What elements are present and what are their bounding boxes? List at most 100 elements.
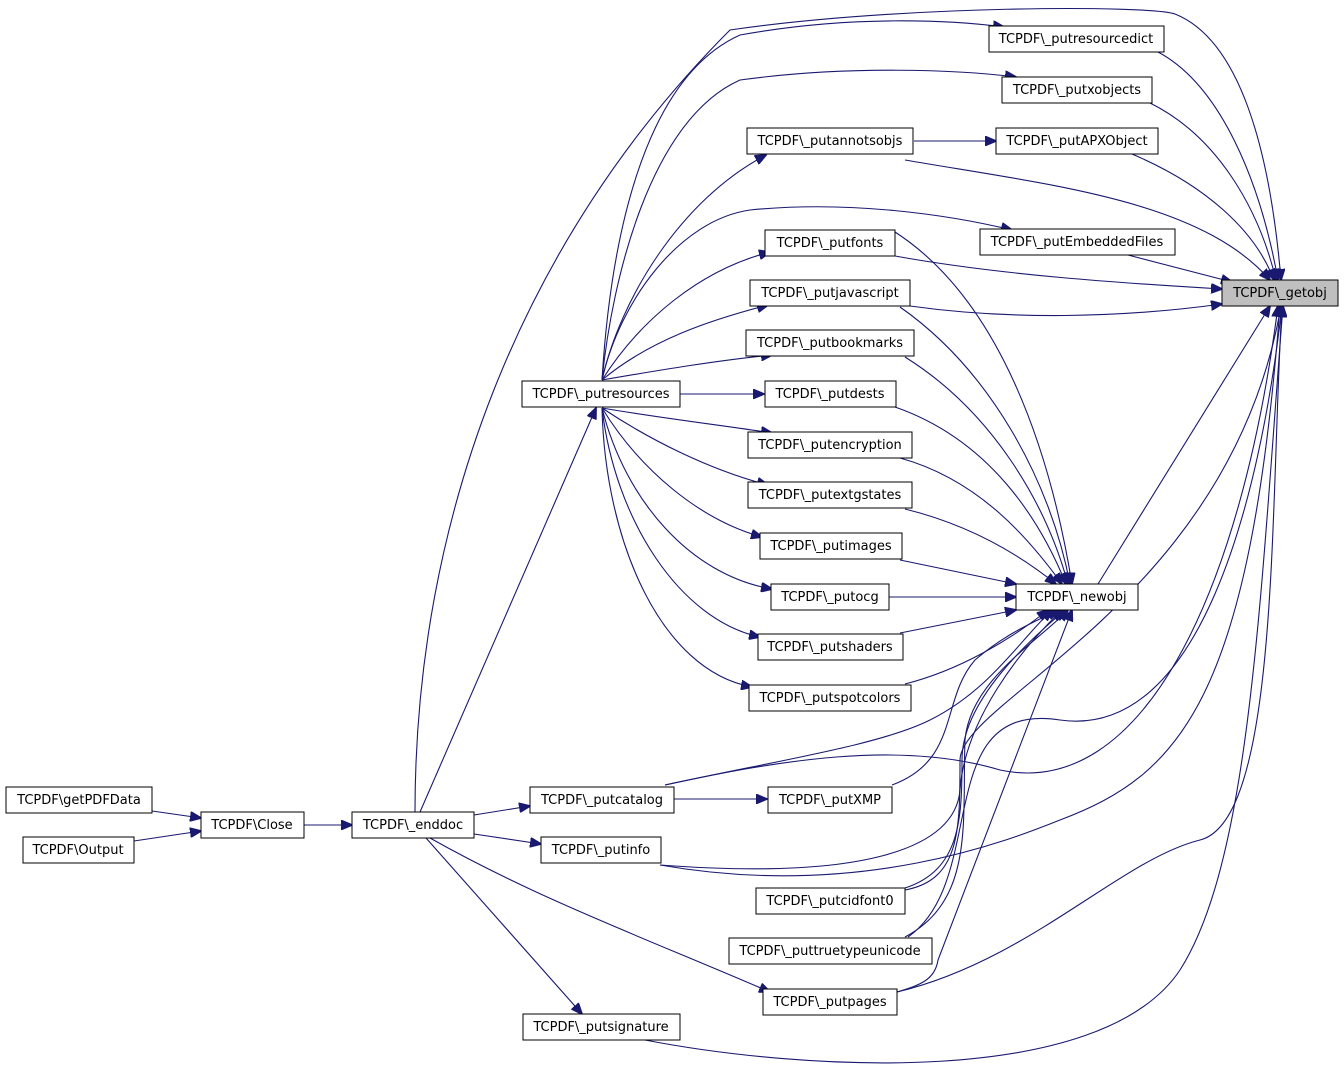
edge-putsignature-to-getobj [644, 306, 1283, 1064]
node-putcatalog[interactable]: TCPDF\_putcatalog [529, 786, 675, 814]
svg-text:TCPDF\_putxobjects: TCPDF\_putxobjects [1012, 83, 1141, 98]
svg-text:TCPDF\_putspotcolors: TCPDF\_putspotcolors [759, 691, 901, 706]
svg-text:TCPDF\_putcatalog: TCPDF\_putcatalog [540, 793, 663, 808]
node-Output[interactable]: TCPDF\Output [22, 836, 135, 864]
svg-text:TCPDF\Output: TCPDF\Output [31, 843, 123, 858]
edge-putresources-to-putencryption [601, 407, 772, 433]
node-enddoc[interactable]: TCPDF\_enddoc [351, 811, 475, 839]
node-Close[interactable]: TCPDF\Close [200, 811, 305, 839]
node-putspotcolors[interactable]: TCPDF\_putspotcolors [748, 684, 912, 712]
svg-text:TCPDF\getPDFData: TCPDF\getPDFData [16, 793, 141, 808]
edge-putcatalog-to-getobj [664, 306, 1278, 786]
edge-putimages-to-newobj [899, 559, 1016, 584]
svg-text:TCPDF\_putresources: TCPDF\_putresources [531, 387, 669, 402]
svg-text:TCPDF\_putdests: TCPDF\_putdests [775, 387, 885, 402]
edge-enddoc-to-putcatalog [473, 806, 530, 816]
node-getobj[interactable]: TCPDF\_getobj [1221, 279, 1339, 307]
node-putshaders[interactable]: TCPDF\_putshaders [757, 633, 904, 661]
node-putocg[interactable]: TCPDF\_putocg [770, 583, 890, 611]
node-putinfo[interactable]: TCPDF\_putinfo [540, 836, 662, 864]
edge-putbookmarks-to-newobj [904, 356, 1068, 584]
svg-text:TCPDF\_putsignature: TCPDF\_putsignature [532, 1020, 668, 1035]
edge-putresources-to-putfonts [601, 252, 770, 381]
node-putannotsobjs[interactable]: TCPDF\_putannotsobjs [746, 127, 914, 155]
edge-putresources-to-putshaders [601, 407, 760, 637]
edge-putcidfont0-to-newobj [904, 610, 1065, 889]
edge-putresources-to-putspotcolors [601, 407, 752, 687]
edge-putinfo-to-newobj [659, 610, 1062, 870]
node-getPDFData[interactable]: TCPDF\getPDFData [5, 786, 153, 814]
node-putimages[interactable]: TCPDF\_putimages [759, 532, 903, 560]
edge-putpages-to-newobj [896, 610, 1072, 993]
edge-putpages-to-getobj [896, 306, 1282, 993]
svg-text:TCPDF\_putfonts: TCPDF\_putfonts [776, 236, 884, 251]
svg-text:TCPDF\_putocg: TCPDF\_putocg [780, 590, 878, 605]
edge-putshaders-to-newobj [899, 610, 1016, 634]
svg-text:TCPDF\_enddoc: TCPDF\_enddoc [362, 818, 463, 833]
node-putresourcedict[interactable]: TCPDF\_putresourcedict [988, 25, 1165, 53]
node-putXMP[interactable]: TCPDF\_putXMP [767, 786, 893, 814]
node-putjavascript[interactable]: TCPDF\_putjavascript [749, 279, 911, 307]
edge-putresources-to-putbookmarks [601, 355, 772, 381]
node-putsignature[interactable]: TCPDF\_putsignature [522, 1013, 681, 1041]
svg-text:TCPDF\_putencryption: TCPDF\_putencryption [757, 438, 902, 453]
edge-putencryption-to-newobj [899, 457, 1062, 584]
svg-text:TCPDF\_putbookmarks: TCPDF\_putbookmarks [756, 336, 903, 351]
edge-putresources-to-putresourcedict [601, 20, 1004, 381]
svg-text:TCPDF\_putjavascript: TCPDF\_putjavascript [760, 286, 899, 301]
edge-putannotsobjs-to-getobj [904, 159, 1270, 280]
svg-text:TCPDF\_newobj: TCPDF\_newobj [1026, 590, 1126, 605]
svg-text:TCPDF\_getobj: TCPDF\_getobj [1232, 286, 1327, 301]
edge-getPDFData-to-Close [151, 810, 201, 818]
svg-text:TCPDF\_putXMP: TCPDF\_putXMP [778, 793, 881, 808]
node-putresources[interactable]: TCPDF\_putresources [521, 380, 681, 408]
edge-putxobjects-to-getobj [1149, 102, 1276, 280]
edge-putjavascript-to-newobj [899, 306, 1070, 584]
svg-text:TCPDF\_putimages: TCPDF\_putimages [769, 539, 892, 554]
edge-putEmbeddedFiles-to-getobj [1127, 254, 1232, 282]
edge-putAPXObject-to-getobj [1131, 153, 1274, 280]
svg-text:TCPDF\_putextgstates: TCPDF\_putextgstates [758, 488, 902, 503]
edge-putresources-to-putocg [601, 407, 772, 589]
edge-putextgstates-to-newobj [904, 508, 1056, 584]
svg-text:TCPDF\_putpages: TCPDF\_putpages [772, 995, 887, 1010]
svg-text:TCPDF\_putEmbeddedFiles: TCPDF\_putEmbeddedFiles [990, 235, 1164, 250]
edge-enddoc-to-putinfo [473, 833, 541, 844]
svg-text:TCPDF\_putresourcedict: TCPDF\_putresourcedict [998, 32, 1153, 47]
edge-Output-to-Close [133, 831, 201, 842]
node-putcidfont0[interactable]: TCPDF\_putcidfont0 [755, 887, 906, 915]
edge-enddoc-to-getobj [414, 7, 1281, 813]
node-putAPXObject[interactable]: TCPDF\_putAPXObject [995, 127, 1159, 155]
edges [133, 7, 1283, 1064]
edge-putresources-to-putimages [601, 407, 762, 537]
edge-newobj-to-getobj [1097, 306, 1270, 585]
edge-putcatalog-to-newobj [664, 610, 1052, 786]
svg-text:TCPDF\_putinfo: TCPDF\_putinfo [551, 843, 650, 858]
edge-putfonts-to-newobj [894, 231, 1072, 584]
node-puttruetypeunicode[interactable]: TCPDF\_puttruetypeunicode [728, 937, 933, 965]
node-newobj[interactable]: TCPDF\_newobj [1015, 583, 1139, 611]
edge-enddoc-to-putresources [419, 408, 596, 813]
edge-putfonts-to-getobj [894, 255, 1222, 289]
node-putdests[interactable]: TCPDF\_putdests [764, 380, 897, 408]
svg-text:TCPDF\_putannotsobjs: TCPDF\_putannotsobjs [757, 134, 903, 149]
svg-text:TCPDF\_putAPXObject: TCPDF\_putAPXObject [1005, 134, 1147, 149]
node-putextgstates[interactable]: TCPDF\_putextgstates [747, 481, 913, 509]
node-putbookmarks[interactable]: TCPDF\_putbookmarks [745, 329, 915, 357]
edge-puttruetypeunicode-to-getobj [907, 306, 1282, 938]
node-putencryption[interactable]: TCPDF\_putencryption [747, 431, 913, 459]
edge-puttruetypeunicode-to-newobj [904, 610, 1068, 938]
node-putpages[interactable]: TCPDF\_putpages [762, 988, 898, 1016]
edge-putXMP-to-newobj [891, 610, 1058, 786]
edge-putresources-to-putEmbeddedFiles [601, 206, 1012, 381]
node-putfonts[interactable]: TCPDF\_putfonts [764, 229, 896, 257]
edge-putjavascript-to-getobj [909, 304, 1222, 317]
svg-text:TCPDF\_putcidfont0: TCPDF\_putcidfont0 [765, 894, 893, 909]
nodes: TCPDF\_getobj TCPDF\_putresourcedict TCP… [5, 25, 1339, 1041]
node-putEmbeddedFiles[interactable]: TCPDF\_putEmbeddedFiles [979, 228, 1176, 256]
svg-text:TCPDF\_putshaders: TCPDF\_putshaders [766, 640, 893, 655]
svg-text:TCPDF\Close: TCPDF\Close [210, 818, 292, 833]
edge-putresources-to-putjavascript [601, 305, 768, 381]
node-putxobjects[interactable]: TCPDF\_putxobjects [1001, 76, 1153, 104]
